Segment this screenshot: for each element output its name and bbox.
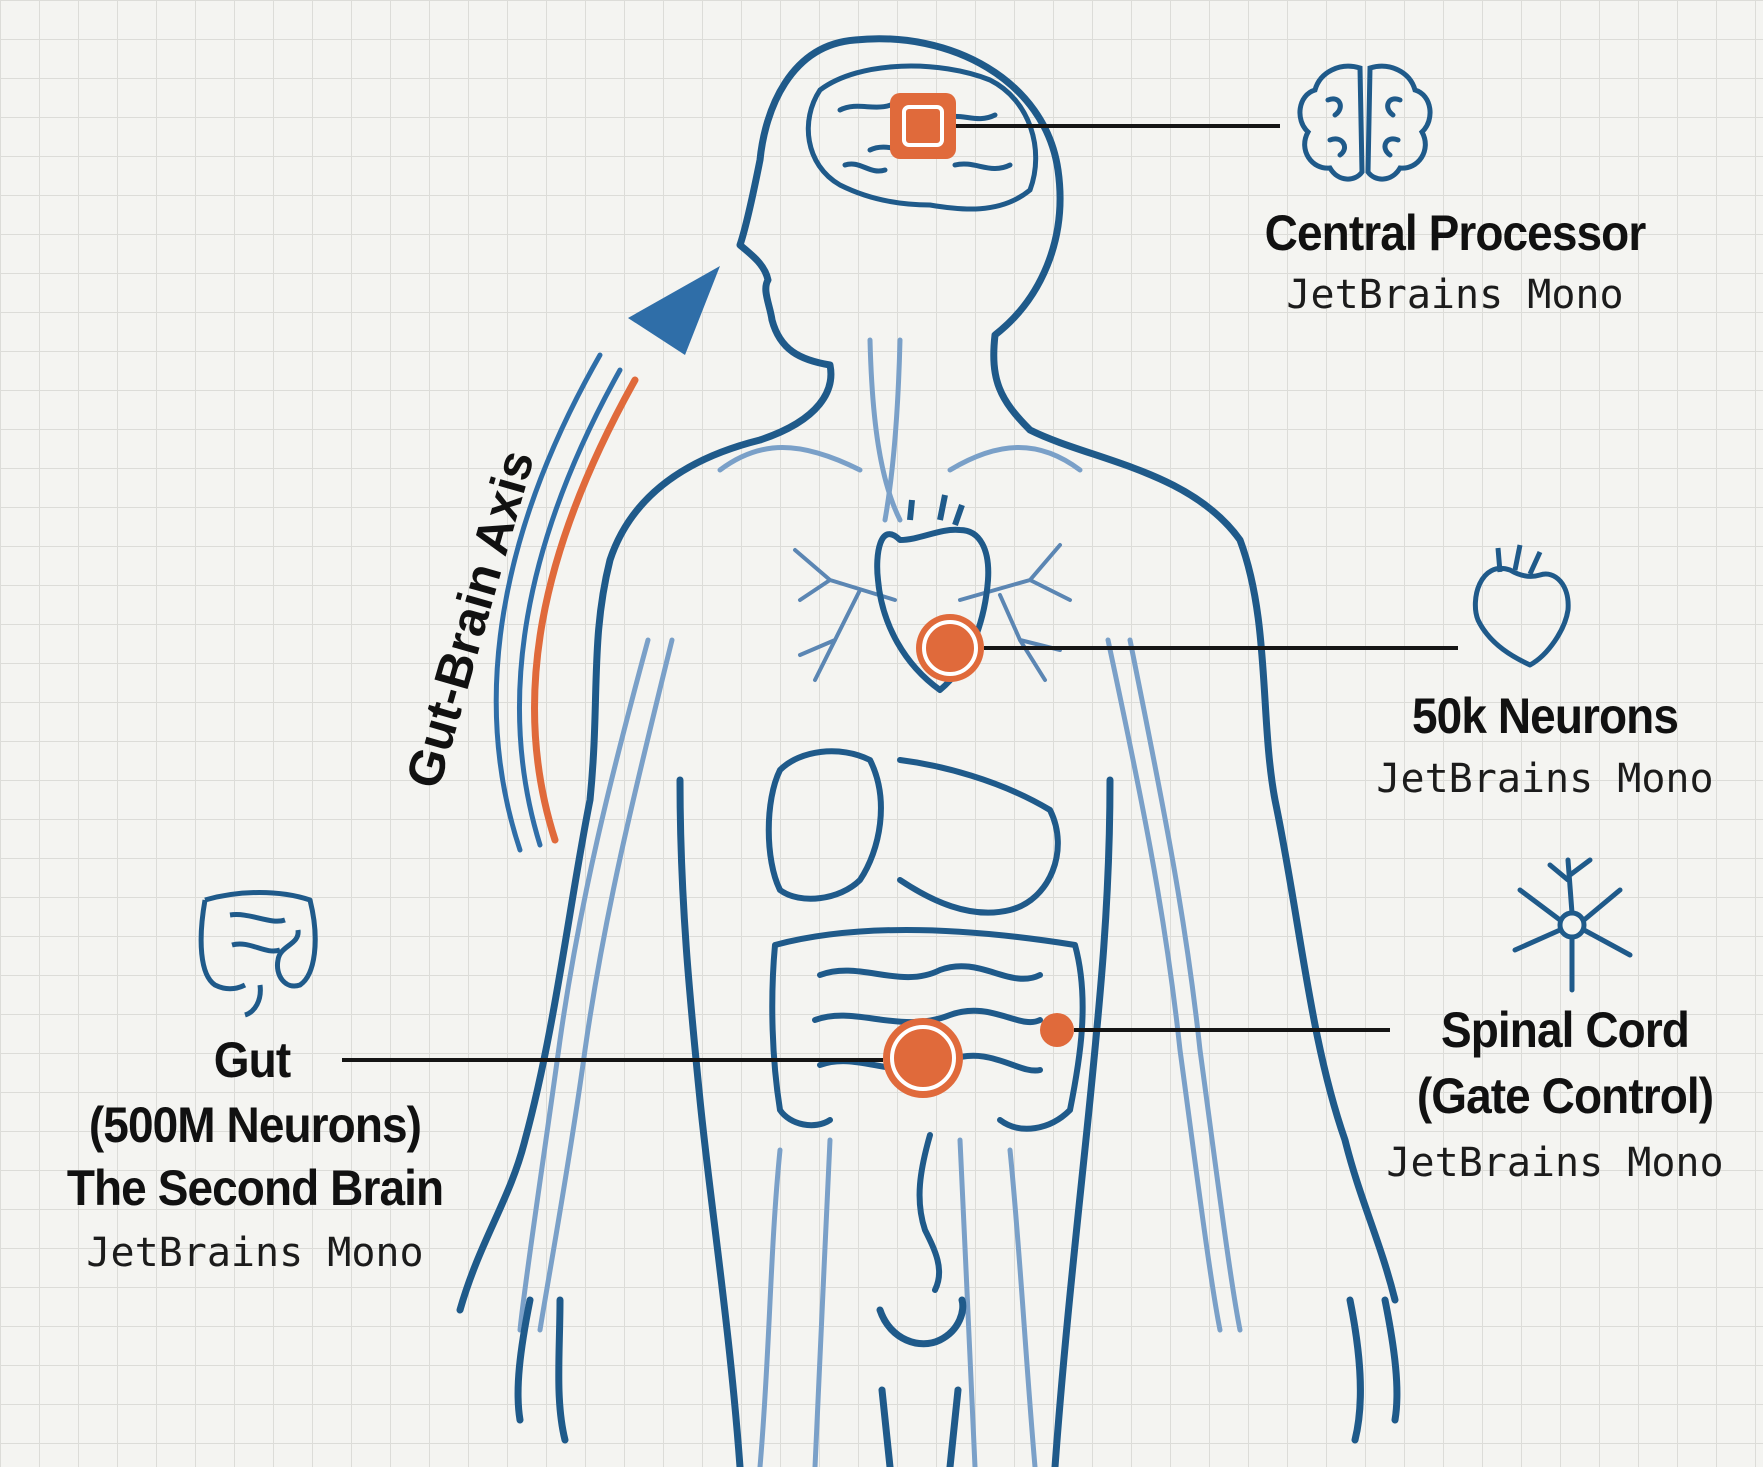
heart-callout-title: 50k Neurons xyxy=(1375,688,1715,745)
spine-callout-title-line2: (Gate Control) xyxy=(1386,1068,1745,1125)
arrow-head xyxy=(628,266,720,355)
blood-vessels xyxy=(520,340,1240,1467)
gut-callout-subtitle: JetBrains Mono xyxy=(50,1230,460,1276)
neuron-icon xyxy=(1515,860,1630,990)
gut-callout-title-line1: Gut xyxy=(178,1032,325,1089)
spine-callout-title-line1: Spinal Cord xyxy=(1395,1002,1735,1059)
gut-callout-title-line2: (500M Neurons) xyxy=(48,1097,462,1154)
brain-callout-title: Central Processor xyxy=(1230,205,1681,262)
spine-callout-subtitle: JetBrains Mono xyxy=(1350,1140,1760,1186)
brain-chip-marker xyxy=(890,93,956,159)
heart-marker xyxy=(916,614,984,682)
heart-icon xyxy=(1475,545,1568,665)
heart-callout-subtitle: JetBrains Mono xyxy=(1340,756,1750,802)
gut-marker xyxy=(883,1018,963,1098)
spine-marker xyxy=(1040,1013,1074,1047)
brain-icon xyxy=(1300,66,1430,179)
intestine-icon xyxy=(201,893,315,1016)
brain-callout-subtitle: JetBrains Mono xyxy=(1250,272,1660,318)
gut-callout-title-line3: The Second Brain xyxy=(25,1160,485,1217)
